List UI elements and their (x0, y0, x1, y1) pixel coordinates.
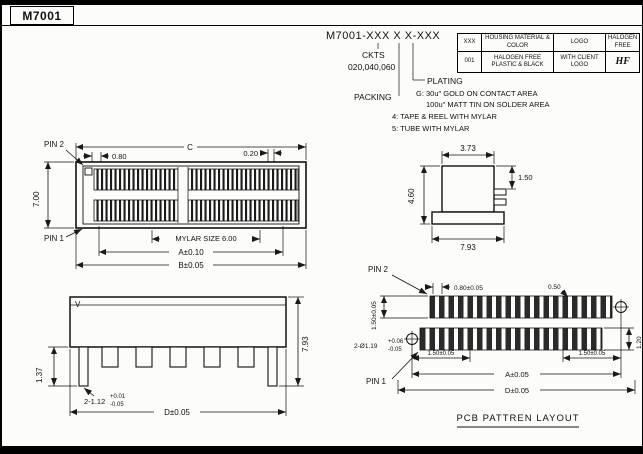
side-view-drawing: 3.73 1.50 4.60 7.93 (407, 144, 533, 252)
dim-pcb-gap: 0.50 (548, 284, 561, 291)
dim-pcb-pitch: 0.80±0.05 (454, 285, 483, 292)
front-view-datum-mark: V (75, 300, 81, 309)
top-view-pin2-indicator (84, 167, 93, 176)
pcb-layout-drawing: PIN 2 0.80±0.05 0.50 1.50±0.05 1.20 2-Ø1… (354, 265, 643, 428)
dim-pcb-a: A±0.05 (505, 370, 529, 379)
pcb-pin1-label: PIN 1 (366, 377, 387, 386)
spec-table-data-row: 001 HALOGEN FREE PLASTIC & BLACK WITH CL… (457, 51, 641, 73)
dim-side-view-top: 3.73 (460, 144, 476, 153)
top-view-mylar-note: MYLAR SIZE 6.00 (175, 234, 236, 243)
dim-top-view-pitch: 0.80 (112, 152, 127, 161)
side-view-contact-tab (493, 188, 507, 196)
packing-label: PACKING (354, 92, 392, 102)
top-view-drawing: C 0.80 0.20 7.00 PIN 2 PIN 1 (32, 140, 307, 270)
part-title-box: M7001 (10, 6, 74, 25)
plating-option-gold: G: 30u" GOLD ON CONTACT AREA (416, 89, 538, 98)
front-view-body (69, 296, 287, 348)
top-view-pin-row-upper (93, 168, 299, 191)
dim-pcb-pad-len-bottom: 1.20 (636, 336, 643, 349)
dim-pcb-hole-left: 1.50±0.05 (428, 351, 455, 357)
spec-header-housing: HOUSING MATERIAL & COLOR (481, 33, 554, 52)
pcb-pad-row-bottom (419, 327, 603, 351)
top-border-bar (2, 0, 642, 5)
dim-front-view-peg: 1.37 (35, 367, 44, 383)
dim-side-view-tab: 1.50 (518, 173, 533, 182)
pcb-layout-title: PCB PATTREN LAYOUT (456, 413, 579, 424)
dim-top-view-020: 0.20 (243, 149, 258, 158)
bottom-border-bar (2, 446, 642, 454)
dim-pcb-hole: 2-Ø1.19 (354, 343, 378, 350)
front-view-peg-left (78, 346, 89, 387)
dim-front-view-peg-width: 2-1.12 (84, 397, 105, 406)
spec-cell-halogen-mark: HF (604, 51, 641, 73)
part-number-leader-lines (377, 43, 425, 96)
part-number-code: M7001-XXX X X-XXX (326, 30, 441, 42)
dim-top-view-c: C (187, 143, 193, 152)
dim-top-view-b: B±0.05 (178, 261, 204, 270)
plating-option-tin: 100u" MATT TIN ON SOLDER AREA (426, 100, 550, 109)
front-view-drawing: V 7.93 1.37 2-1.12 +0.01 -0.05 (35, 296, 310, 417)
top-view-pin-row-lower (93, 199, 299, 222)
dim-side-view-left: 4.60 (407, 188, 416, 204)
pcb-pin2-label: PIN 2 (368, 265, 389, 274)
dim-side-view-bottom: 7.93 (460, 243, 476, 252)
dim-pcb-d: D±0.05 (505, 386, 529, 395)
side-view-contact-tab (493, 198, 507, 206)
dim-pcb-hole-tol-minus: -0.05 (388, 347, 402, 353)
dim-top-view-a: A±0.10 (178, 248, 204, 257)
dim-pcb-pad-len-top: 1.50±0.05 (371, 301, 378, 330)
spec-cell-housing: HALOGEN FREE PLASTIC & BLACK (481, 51, 554, 73)
front-view-peg-right (267, 346, 278, 387)
header-rule (2, 25, 642, 26)
dim-front-view-d: D±0.05 (164, 408, 190, 417)
top-view-key-slot (178, 167, 188, 223)
dim-top-view-height: 7.00 (32, 191, 41, 207)
top-view-pin2-label: PIN 2 (44, 140, 65, 149)
top-view-pin1-label: PIN 1 (44, 234, 65, 243)
side-view-body (441, 165, 495, 213)
packing-option-tape: 4: TAPE & REEL WITH MYLAR (392, 112, 497, 121)
packing-option-tube: 5: TUBE WITH MYLAR (392, 124, 470, 133)
dim-pcb-hole-right: 1.50±0.05 (579, 351, 606, 357)
pcb-pad-row-top (429, 295, 613, 319)
dim-front-view-tol-plus: +0.01 (110, 394, 126, 400)
ckts-label: CKTS (362, 50, 385, 60)
dim-pcb-hole-tol-plus: +0.06 (388, 339, 404, 345)
spec-table: XXX HOUSING MATERIAL & COLOR LOGO HALOGE… (457, 33, 641, 73)
dim-front-view-height: 7.93 (301, 336, 310, 352)
page-title: M7001 (22, 8, 62, 23)
ckts-values: 020,040,060 (348, 62, 396, 72)
plating-label: PLATING (427, 76, 463, 86)
dim-front-view-tol-minus: -0.05 (110, 402, 124, 408)
